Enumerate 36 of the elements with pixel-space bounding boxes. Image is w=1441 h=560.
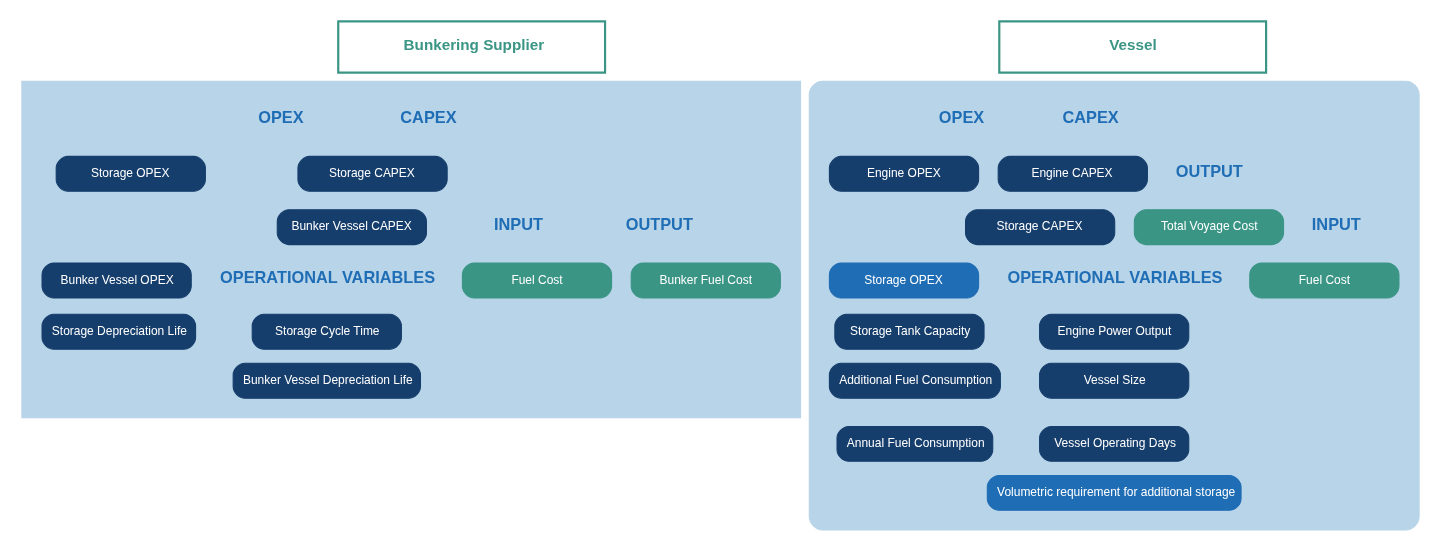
- node-box: Volumetric requirement for additional storage: [986, 474, 1242, 511]
- cluster: [808, 80, 1420, 531]
- node-box: Bunker Vessel CAPEX: [276, 209, 427, 246]
- label: OPEX: [938, 108, 985, 127]
- label: OPEX: [258, 108, 304, 127]
- node-box: Engine OPEX: [828, 155, 980, 192]
- node-box: Bunker Vessel OPEX: [41, 262, 192, 299]
- label: OPERATIONAL VARIABLES: [1007, 268, 1223, 287]
- label: CAPEX: [1062, 108, 1119, 127]
- node-box: Fuel Cost: [1249, 262, 1400, 299]
- label: INPUT: [493, 214, 543, 233]
- node-box: Bunkering Supplier: [337, 20, 607, 74]
- node-box: Vessel Operating Days: [1039, 425, 1190, 462]
- node-box: Additional Fuel Consumption: [828, 362, 1001, 399]
- label: OUTPUT: [1175, 161, 1243, 180]
- node-box: Vessel Size: [1039, 362, 1190, 399]
- node-box: Vessel: [998, 20, 1268, 74]
- node-box: Bunker Fuel Cost: [630, 262, 781, 299]
- label: OPERATIONAL VARIABLES: [220, 268, 436, 287]
- label: INPUT: [1311, 214, 1361, 233]
- node-box: Bunker Vessel Depreciation Life: [232, 362, 421, 399]
- node-box: Fuel Cost: [461, 262, 613, 299]
- label: OUTPUT: [625, 214, 693, 233]
- node-box: Engine Power Output: [1039, 313, 1190, 350]
- node-box: Storage Depreciation Life: [41, 313, 197, 350]
- cluster: [21, 80, 802, 419]
- node-box: Storage CAPEX: [965, 209, 1116, 246]
- node-box: Annual Fuel Consumption: [836, 425, 994, 462]
- node-box: Storage OPEX: [55, 155, 206, 192]
- node-box: Storage Cycle Time: [251, 313, 402, 350]
- node-box: Engine CAPEX: [997, 155, 1148, 192]
- node-box: Storage CAPEX: [297, 155, 448, 192]
- label: CAPEX: [400, 108, 457, 127]
- node-box: Storage Tank Capacity: [834, 313, 985, 350]
- node-box: Total Voyage Cost: [1133, 209, 1285, 246]
- node-box: Storage OPEX: [828, 262, 980, 299]
